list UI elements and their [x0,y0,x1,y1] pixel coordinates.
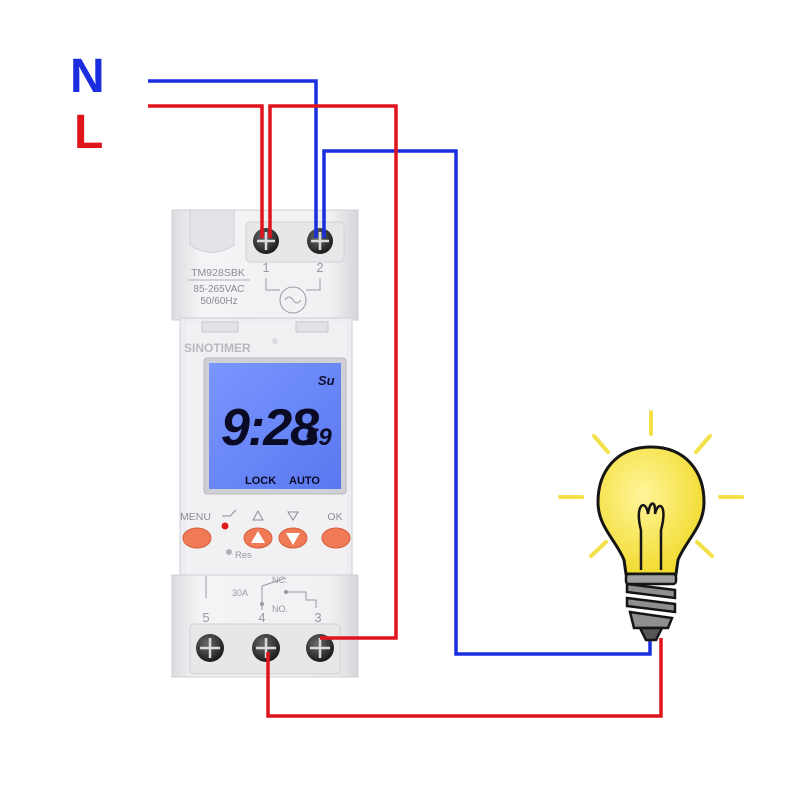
wires [148,79,663,718]
lcd-time-main: 9:28 [221,399,319,457]
light-rays [558,410,744,558]
screw-terminal-1 [253,228,279,254]
din-notch [189,209,235,253]
relay-no-label: NO. [272,604,288,614]
cover-latch-right [295,321,329,333]
clock-adjust-icon [222,509,237,517]
light-bulb-icon [558,410,744,642]
up-label-icon [252,509,264,521]
power-supply-symbol [265,278,321,314]
lcd-day: Su [318,373,335,388]
model-label: TM928SBK [191,267,245,279]
timer-device: 1 2 TM928SBK 85-265VAC 50/60Hz SINOTIMER… [171,209,359,678]
terminal-screws [196,228,334,662]
live-wire-to-terminal-1 [148,104,264,238]
screw-terminal-5 [196,634,224,662]
bulb-base-tip [637,626,665,642]
relay-nc-label: NC. [272,575,288,585]
ok-button[interactable] [321,527,351,549]
switched-wire-to-lamp [266,638,663,718]
status-led [221,522,229,530]
terminal-4-label: 4 [258,610,265,625]
down-label-icon [287,511,299,521]
lcd-screen [209,363,341,489]
terminal-3-label: 3 [314,610,321,625]
menu-button-label: MENU [180,511,211,523]
neutral-label: N [70,50,105,103]
relay-rating-label: 30A [232,588,248,598]
voltage-label: 85-265VAC [194,284,245,295]
lcd-display: Su 9:28 59 LOCK AUTO [203,357,347,495]
screw-terminal-2 [307,228,333,254]
neutral-wire-to-terminal-2 [148,79,318,238]
terminal-2-label: 2 [316,260,323,275]
terminal-5-label: 5 [202,610,209,625]
lcd-time-seconds: 59 [305,424,332,451]
brand-label: SINOTIMER [184,341,251,355]
screw-terminal-4 [252,634,280,662]
screw-terminal-3 [306,634,334,662]
bulb-filament [637,502,665,570]
terminal-1-label: 1 [262,260,269,275]
bulb-base-collar [624,572,678,586]
bulb-base-thread-3 [628,610,674,630]
menu-button[interactable] [182,527,212,549]
live-label: L [74,106,103,159]
bulb-glass [596,445,706,576]
reset-button[interactable] [226,549,232,555]
down-arrow-icon [286,533,300,545]
bulb-base-thread-1 [625,582,677,600]
relay-no-dot [284,590,288,594]
up-arrow-icon [251,531,265,543]
neutral-wire-to-lamp [322,149,652,656]
reset-label: Res [235,550,252,561]
ok-button-label: OK [327,511,342,523]
bulb-base-thread-2 [625,596,677,614]
registered-mark: ® [272,337,278,346]
lcd-lock-status: LOCK [245,475,276,487]
cover-latch-left [201,321,239,333]
frequency-label: 50/60Hz [200,296,237,307]
lcd-auto-status: AUTO [289,475,320,487]
relay-contact-dot [260,602,264,606]
live-wire-to-terminal-3 [268,104,398,640]
